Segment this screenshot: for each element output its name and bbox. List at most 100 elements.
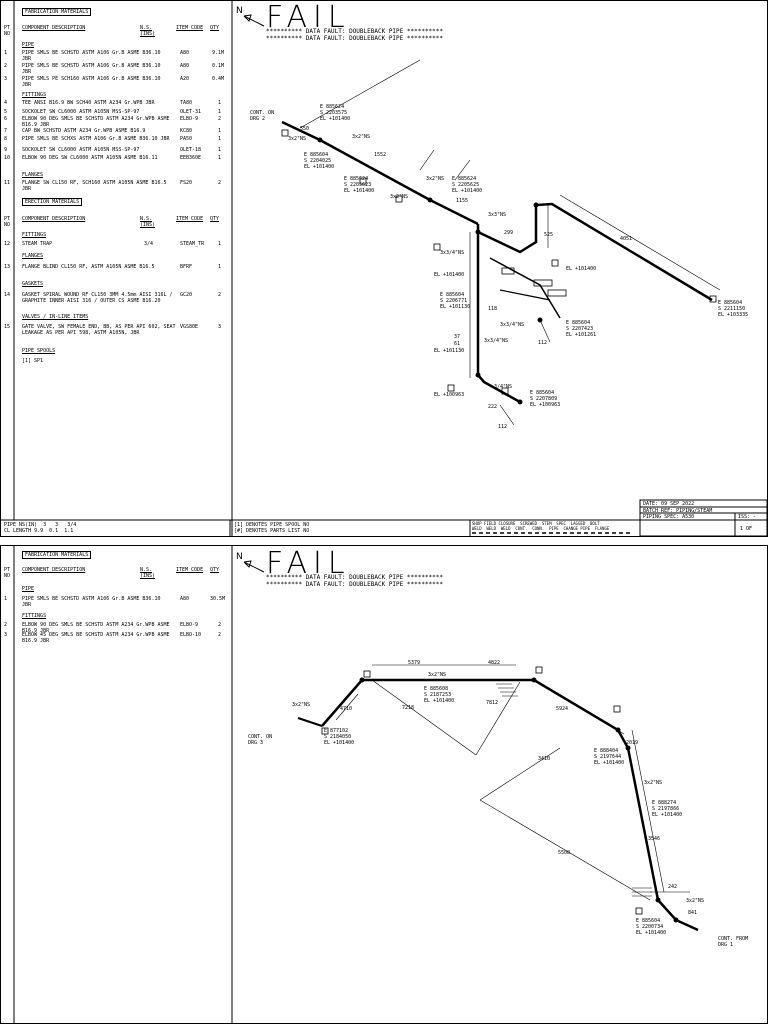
size-label: 3x2"NS bbox=[352, 134, 371, 140]
coordinate-label: E 885604 S 2207423 EL +101261 bbox=[566, 320, 597, 338]
fab-materials-title: FABRICATION MATERIALS bbox=[22, 8, 92, 16]
data-fault-line-1: ********** DATA FAULT: DOUBLEBACK PIPE *… bbox=[266, 28, 444, 35]
fail-stamp: FAIL bbox=[266, 0, 351, 35]
dimension-label: 112 bbox=[498, 424, 508, 430]
coordinate-label: E 888404 S 2197644 EL +101400 bbox=[594, 748, 625, 766]
size-label: 3x2"NS bbox=[428, 672, 447, 678]
data-fault-line-1: ********** DATA FAULT: DOUBLEBACK PIPE *… bbox=[266, 574, 444, 581]
dimension-label: 5508 bbox=[558, 850, 571, 856]
size-label: 3x2"NS bbox=[288, 136, 307, 142]
col-qty-header: QTY bbox=[210, 216, 220, 222]
pipe-section-heading: PIPE bbox=[22, 42, 35, 48]
coordinate-label: E 885604 S 2204025 EL +101400 bbox=[304, 152, 335, 170]
table-row: 2 PIPE SMLS BE SCHSTD ASTM A106 Gr.B ASM… bbox=[4, 63, 225, 75]
dimension-label: 7218 bbox=[402, 705, 415, 711]
size-label: 3x2"NS bbox=[426, 176, 445, 182]
fab-materials-title: FABRICATION MATERIALS bbox=[22, 551, 92, 559]
title-sheet-number: 1 OF bbox=[740, 526, 753, 532]
isometric-drawing-1 bbox=[281, 59, 721, 426]
table-row: 1 PIPE SMLS BE SCHSTD ASTM A106 Gr.B ASM… bbox=[4, 50, 225, 62]
dimension-label: 4710 bbox=[340, 706, 353, 712]
elevation-label: EL +100963 bbox=[434, 392, 465, 398]
dimension-label: 1155 bbox=[456, 198, 469, 204]
col-qty-header: QTY bbox=[210, 25, 220, 31]
erect-materials-title: ERECTION MATERIALS bbox=[22, 198, 83, 206]
dimension-label: 112 bbox=[538, 340, 548, 346]
dimension-label: 61 bbox=[454, 341, 461, 347]
pipe-spools-heading: PIPE SPOOLS bbox=[22, 348, 56, 354]
continuation-label: CONT. FROM DRG 1 bbox=[718, 936, 749, 948]
gaskets-section-heading: GASKETS bbox=[22, 281, 44, 287]
coordinate-label: E 885604 S 2200734 EL +101400 bbox=[636, 918, 667, 936]
svg-text:N: N bbox=[236, 552, 243, 562]
flanges-section-heading: FLANGES bbox=[22, 172, 44, 178]
fittings-section-heading: FITTINGS bbox=[22, 613, 47, 619]
size-label: 3/4"NS bbox=[494, 384, 513, 390]
dimension-label: 841 bbox=[688, 910, 698, 916]
dimension-label: 7812 bbox=[486, 700, 499, 706]
col-ns-header: N.S. (INS) bbox=[140, 25, 156, 37]
coordinate-label: E 888274 S 2197866 EL +101400 bbox=[652, 800, 683, 818]
north-arrow-icon: N bbox=[236, 552, 265, 573]
continuation-label: CONT. ON DRG 2 bbox=[250, 110, 275, 122]
col-desc-header: COMPONENT DESCRIPTION bbox=[22, 216, 86, 222]
legend-notes: [1] DENOTES PIPE SPOOL NO [#] DENOTES PA… bbox=[234, 522, 310, 534]
valves-section-heading: VALVES / IN-LINE ITEMS bbox=[22, 314, 89, 320]
size-label: 3x2"NS bbox=[644, 780, 663, 786]
col-pt-header: PT NO bbox=[4, 216, 11, 228]
size-label: 3x3/4"NS bbox=[500, 322, 525, 328]
coordinate-label: E 885608 S 2187253 EL +101400 bbox=[424, 686, 455, 704]
data-fault-line-2: ********** DATA FAULT: DOUBLEBACK PIPE *… bbox=[266, 35, 444, 42]
dimension-label: 5924 bbox=[556, 706, 569, 712]
pipe-list: 1 PIPE SMLS BE SCHSTD ASTM A106 Gr.B ASM… bbox=[4, 50, 230, 89]
pipe-section-heading: PIPE bbox=[22, 586, 35, 592]
dimension-label: 299 bbox=[504, 230, 514, 236]
title-batch: BATCH REF: PIPING/STEAM bbox=[643, 508, 713, 514]
col-item-header: ITEM CODE bbox=[176, 216, 204, 222]
coordinate-label: E 885604 S 2207809 EL +100963 bbox=[530, 390, 561, 408]
size-label: 3x3/4"NS bbox=[484, 338, 509, 344]
dimension-label: 4051 bbox=[620, 236, 633, 242]
col-item-header: ITEM CODE bbox=[176, 25, 204, 31]
symbol-legend: SHOP FIELD CLOSURE SCREWED STEM SPEC LAG… bbox=[472, 521, 610, 531]
dimension-label: 550 bbox=[300, 126, 310, 132]
coordinate-label: E 885624 S 2205625 EL +101400 bbox=[452, 176, 483, 194]
fittings-section-heading: FITTINGS bbox=[22, 92, 47, 98]
size-label: 3x3/4"NS bbox=[440, 250, 465, 256]
size-label: 3x2"NS bbox=[390, 194, 409, 200]
pipe-length-summary: PIPE NS(IN) 3 3 3/4 CL LENGTH 9.9 0.1 1.… bbox=[4, 522, 77, 534]
dimension-label: 1552 bbox=[374, 152, 387, 158]
size-label: 3x2"NS bbox=[292, 702, 311, 708]
col-item-header: ITEM CODE bbox=[176, 567, 204, 573]
title-issue: ISS: - bbox=[738, 514, 757, 520]
dimension-label: 5379 bbox=[408, 660, 421, 666]
dimension-label: 2019 bbox=[626, 740, 639, 746]
elevation-label: EL +101400 bbox=[434, 272, 465, 278]
svg-text:N: N bbox=[236, 6, 243, 16]
data-fault-line-2: ********** DATA FAULT: DOUBLEBACK PIPE *… bbox=[266, 581, 444, 588]
dimension-label: 118 bbox=[488, 306, 498, 312]
title-spec: PIPING SPEC: A530 bbox=[643, 514, 695, 520]
elevation-label: EL +101130 bbox=[434, 348, 465, 354]
coordinate-label: E 885604 S 2206771 EL +101130 bbox=[440, 292, 471, 310]
coordinate-label: E 885604 S 2211150 EL +103335 bbox=[718, 300, 749, 318]
col-pt-header: PT NO bbox=[4, 567, 11, 579]
dimension-label: 242 bbox=[668, 884, 678, 890]
title-date: DATE: 09 SEP 2022 bbox=[643, 501, 695, 507]
